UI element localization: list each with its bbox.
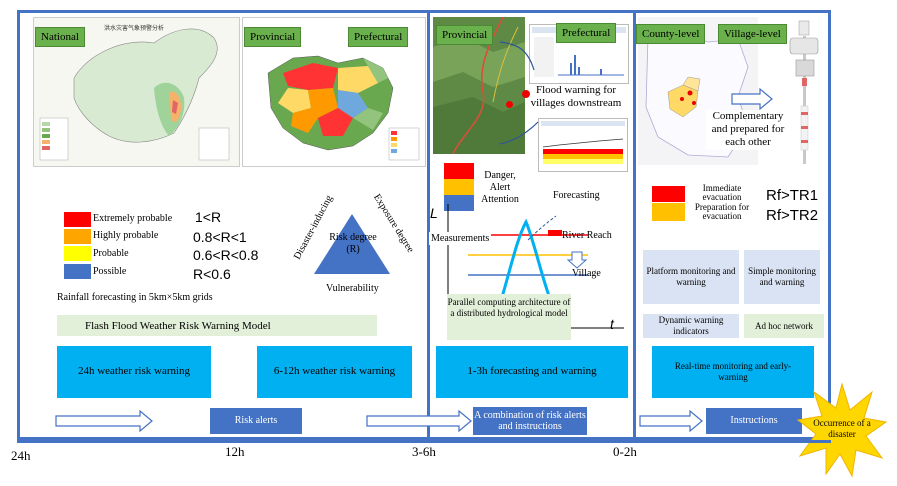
time-3-6h: 3-6h bbox=[412, 444, 436, 459]
tag-provincial-b: Provincial bbox=[436, 25, 494, 45]
monitor-station bbox=[789, 20, 819, 164]
risk-alerts-box: Risk alerts bbox=[210, 408, 302, 434]
legend-label-possible: Possible bbox=[93, 266, 127, 277]
swatch-highly bbox=[64, 229, 91, 244]
disaster-label: Occurrence of a disaster bbox=[813, 418, 871, 439]
connector-arrows bbox=[499, 41, 539, 145]
measurements-label: Measurements bbox=[429, 232, 492, 245]
parallel-label: Parallel computing architecture of a dis… bbox=[447, 297, 571, 318]
swatch-possible bbox=[64, 264, 91, 279]
arrow-2 bbox=[366, 410, 472, 432]
tag-prefectural-a: Prefectural bbox=[348, 27, 409, 47]
village-label: Village bbox=[572, 268, 601, 279]
tag-county: County-level bbox=[636, 24, 706, 44]
swatch-attention bbox=[444, 195, 474, 211]
swatch-probable bbox=[64, 246, 91, 261]
immediate-label: Immediate evacuation bbox=[702, 183, 742, 203]
national-map: 洪水灾害气象预警分析 bbox=[33, 17, 240, 167]
time-12h: 12h bbox=[225, 444, 245, 459]
formula-extremely: 1<R bbox=[195, 209, 222, 225]
complementary-arrow bbox=[731, 88, 773, 110]
red-dot-2 bbox=[506, 101, 513, 108]
axis-l: L bbox=[430, 205, 438, 221]
swatch-immediate bbox=[652, 186, 685, 202]
svg-text:洪水灾害气象预警分析: 洪水灾害气象预警分析 bbox=[104, 24, 164, 32]
divider-1 bbox=[427, 10, 430, 440]
danger-legend: Danger, Alert Attention bbox=[481, 170, 519, 205]
swatch-alert bbox=[444, 179, 474, 195]
formula-possible: R<0.6 bbox=[193, 266, 231, 282]
chart-screen-2 bbox=[538, 118, 628, 172]
dynamic-box: Dynamic warning indicators bbox=[643, 314, 739, 338]
red-dot-1 bbox=[522, 90, 530, 98]
divider-2 bbox=[633, 10, 636, 440]
tag-provincial-a: Provincial bbox=[244, 27, 302, 47]
rf-tr2: Rf>TR2 bbox=[766, 207, 819, 224]
box-6-12h-warning: 6-12h weather risk warning bbox=[257, 346, 412, 398]
risk-triangle bbox=[314, 214, 390, 274]
preparation-label: Preparation for evacuation bbox=[694, 202, 750, 222]
swatch-preparation bbox=[652, 203, 685, 221]
formula-probable: 0.6<R<0.8 bbox=[193, 247, 259, 263]
combination-box: A combination of risk alerts and instruc… bbox=[473, 407, 587, 435]
box-1-3h-forecast: 1-3h forecasting and warning bbox=[436, 346, 628, 398]
legend-label-probable: Probable bbox=[93, 248, 129, 259]
instructions-box: Instructions bbox=[706, 408, 802, 434]
complementary-text: Complementary and prepared for each othe… bbox=[706, 110, 790, 150]
box-24h-warning: 24h weather risk warning bbox=[57, 346, 211, 398]
legend-label-highly: Highly probable bbox=[93, 230, 159, 241]
box-realtime: Real-time monitoring and early-warning bbox=[652, 346, 814, 398]
triangle-bottom: Vulnerability bbox=[326, 283, 379, 294]
river-reach-label: River Reach bbox=[562, 230, 612, 241]
adhoc-box: Ad hoc network bbox=[744, 314, 824, 338]
divider-top-left bbox=[17, 10, 427, 13]
triangle-center: Risk degree (R) bbox=[329, 232, 377, 255]
tag-national: National bbox=[35, 27, 85, 47]
forecasting-label: Forecasting bbox=[553, 190, 600, 201]
formula-highly: 0.8<R<1 bbox=[193, 229, 247, 245]
rainfall-note: Rainfall forecasting in 5km×5km grids bbox=[57, 292, 213, 303]
legend-label-extremely: Extremely probable bbox=[93, 213, 173, 224]
time-0-2h: 0-2h bbox=[613, 444, 637, 459]
parallel-box-bg bbox=[447, 294, 571, 340]
model-bar: Flash Flood Weather Risk Warning Model bbox=[57, 315, 377, 336]
simple-box: Simple monitoring and warning bbox=[744, 250, 820, 304]
arrow-1 bbox=[55, 410, 153, 432]
time-24h: 24h bbox=[11, 448, 31, 463]
tag-village: Village-level bbox=[718, 24, 787, 44]
swatch-danger bbox=[444, 163, 474, 179]
axis-t: t bbox=[610, 316, 614, 332]
timeline-axis bbox=[17, 440, 831, 443]
disaster-star bbox=[796, 382, 888, 478]
rf-tr1: Rf>TR1 bbox=[766, 187, 819, 204]
swatch-extremely bbox=[64, 212, 91, 227]
tag-prefectural-b: Prefectural bbox=[556, 23, 617, 43]
platform-box: Platform monitoring and warning bbox=[643, 250, 739, 304]
arrow-3 bbox=[639, 410, 703, 432]
flood-warning-text: Flood warning for villages downstream bbox=[530, 84, 622, 110]
